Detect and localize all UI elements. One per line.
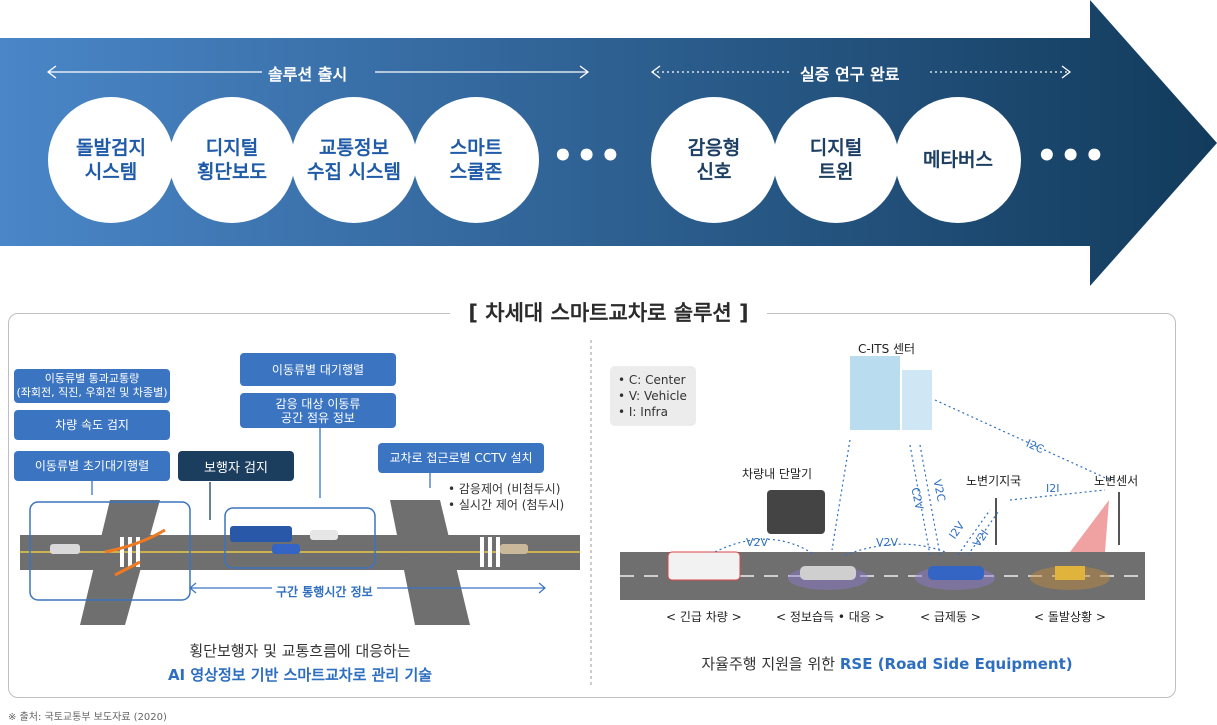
circle-digital-crosswalk: 디지털 횡단보도 xyxy=(169,97,295,223)
box-speed-detection: 차량 속도 검지 xyxy=(14,410,170,440)
scene-incident: < 돌발상황 > xyxy=(1034,610,1106,624)
circle-smart-school-zone: 스마트 스쿨존 xyxy=(413,97,539,223)
circle-incident-detection: 돌발검지 시스템 xyxy=(48,97,174,223)
link-i2i: I2I xyxy=(1046,482,1060,495)
rse-illustration xyxy=(620,356,1145,600)
link-v2v-1: V2V xyxy=(746,536,769,549)
link-v2v-2: V2V xyxy=(876,536,899,549)
box-queue-length: 이동류별 대기행렬 xyxy=(240,353,396,386)
intersection-illustration xyxy=(20,428,580,625)
circle-metaverse: 메타버스 xyxy=(895,97,1021,223)
demo-research-label: 실증 연구 완료 xyxy=(800,65,900,84)
box-through-traffic: 이동류별 통과교통량 (좌회전, 직진, 우회전 및 차종별) xyxy=(14,369,170,403)
right-caption: 자율주행 지원을 위한 RSE (Road Side Equipment) xyxy=(600,653,1174,674)
section-travel-time-label: 구간 통행시간 정보 xyxy=(272,583,377,600)
left-caption-line2: AI 영상정보 기반 스마트교차로 관리 기술 xyxy=(167,666,433,684)
right-caption-highlight: RSE (Road Side Equipment) xyxy=(839,655,1073,673)
panel-title: [ 차세대 스마트교차로 솔루션 ] xyxy=(0,297,1217,327)
scene-sudden-braking: < 급제동 > xyxy=(920,610,981,624)
circle-digital-twin: 디지털 트윈 xyxy=(773,97,899,223)
left-caption-line1: 횡단보행자 및 교통흐름에 대응하는 xyxy=(189,642,411,660)
source-note: ※ 출처: 국토교통부 보도자료 (2020) xyxy=(8,712,167,723)
roadside-sensor-label: 노변센서 xyxy=(1094,474,1139,488)
box-space-occupancy: 감응 대상 이동류 공간 점유 정보 xyxy=(240,393,396,428)
in-vehicle-terminal-label: 차량내 단말기 xyxy=(742,467,813,481)
link-legend: • C: Center • V: Vehicle • I: Infra xyxy=(610,366,696,426)
cits-center-label: C-ITS 센터 xyxy=(858,342,916,356)
roadmap-arrow xyxy=(0,0,1217,286)
roadside-base-station-label: 노변기지국 xyxy=(966,474,1022,488)
bullet-adaptive-control: • 감응제어 (비첨두시) xyxy=(448,482,561,496)
scene-info-response: < 정보습득 • 대응 > xyxy=(776,610,885,624)
panel-divider xyxy=(590,340,592,685)
box-initial-queue: 이동류별 초기대기행렬 xyxy=(14,451,170,481)
circle-traffic-info: 교통정보 수집 시스템 xyxy=(291,97,417,223)
solution-release-label: 솔루션 출시 xyxy=(268,65,348,84)
more-dots-right: ••• xyxy=(1036,136,1108,176)
more-dots-left: ••• xyxy=(552,136,624,176)
bullet-realtime-control: • 실시간 제어 (첨두시) xyxy=(448,498,565,512)
right-caption-prefix: 자율주행 지원을 위한 xyxy=(701,655,840,673)
box-cctv-install: 교차로 접근로별 CCTV 설치 xyxy=(378,443,544,473)
scene-emergency-vehicle: < 긴급 차량 > xyxy=(666,610,742,624)
box-pedestrian-detection: 보행자 검지 xyxy=(178,451,294,481)
circle-adaptive-signal: 감응형 신호 xyxy=(651,97,777,223)
